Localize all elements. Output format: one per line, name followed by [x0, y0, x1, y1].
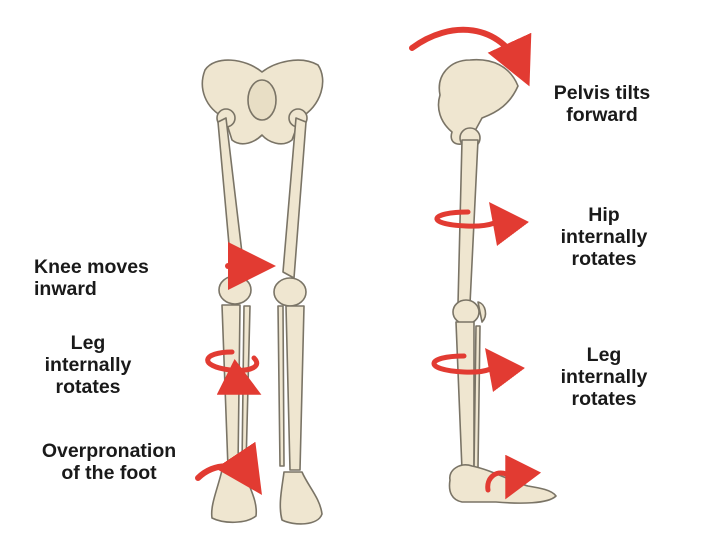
front-leg-label: Leg internally rotates	[34, 332, 142, 398]
side-fibula	[473, 325, 481, 469]
front-knee-left	[218, 275, 252, 305]
front-foot-label-line1: Overpronation	[41, 440, 177, 462]
front-fibula-right	[277, 305, 285, 467]
front-foot-label-line2: of the foot	[61, 462, 157, 484]
side-leg-label: Leg internally rotates	[554, 344, 654, 410]
front-knee-label: Knee moves inward	[34, 256, 149, 300]
front-tibia-left	[221, 304, 241, 469]
side-leg-label-line1: Leg	[586, 344, 622, 366]
front-leg-label-line3: rotates	[55, 376, 121, 398]
front-foot-right	[279, 471, 323, 525]
side-leg-label-line2: internally	[560, 366, 648, 388]
side-hip-label-line2: internally	[560, 226, 648, 248]
front-leg-label-line1: Leg	[70, 332, 106, 354]
front-sacrum	[247, 79, 277, 121]
front-knee-right	[273, 277, 307, 307]
front-knee-label-line1: Knee moves	[34, 256, 149, 278]
front-knee-label-line2: inward	[34, 278, 97, 300]
front-tibia-right	[285, 305, 305, 471]
front-foot-label: Overpronation of the foot	[30, 440, 188, 484]
side-pelvis-label: Pelvis tilts forward	[546, 82, 658, 126]
side-hip-label-line1: Hip	[588, 204, 620, 226]
side-tibia	[455, 321, 475, 471]
side-hip-label-line3: rotates	[571, 248, 637, 270]
side-patella	[477, 301, 487, 323]
side-leg-label-line3: rotates	[571, 388, 637, 410]
side-pelvis-label-line2: forward	[566, 104, 638, 126]
front-leg-label-line2: internally	[44, 354, 132, 376]
side-leg-rotation-arrow-icon	[431, 347, 525, 392]
side-femur	[457, 139, 479, 305]
hip-rotation-arrow-icon	[434, 201, 529, 246]
pelvis-tilt-arrow-icon	[409, 26, 532, 87]
side-knee	[452, 299, 480, 325]
side-hip-label: Hip internally rotates	[554, 204, 654, 270]
side-foot-arrow-icon	[485, 454, 542, 500]
front-leg-rotation-arrow-tail-icon	[216, 358, 262, 395]
overpronation-arrow-icon	[195, 441, 262, 495]
side-pelvis-label-line1: Pelvis tilts	[553, 82, 651, 104]
